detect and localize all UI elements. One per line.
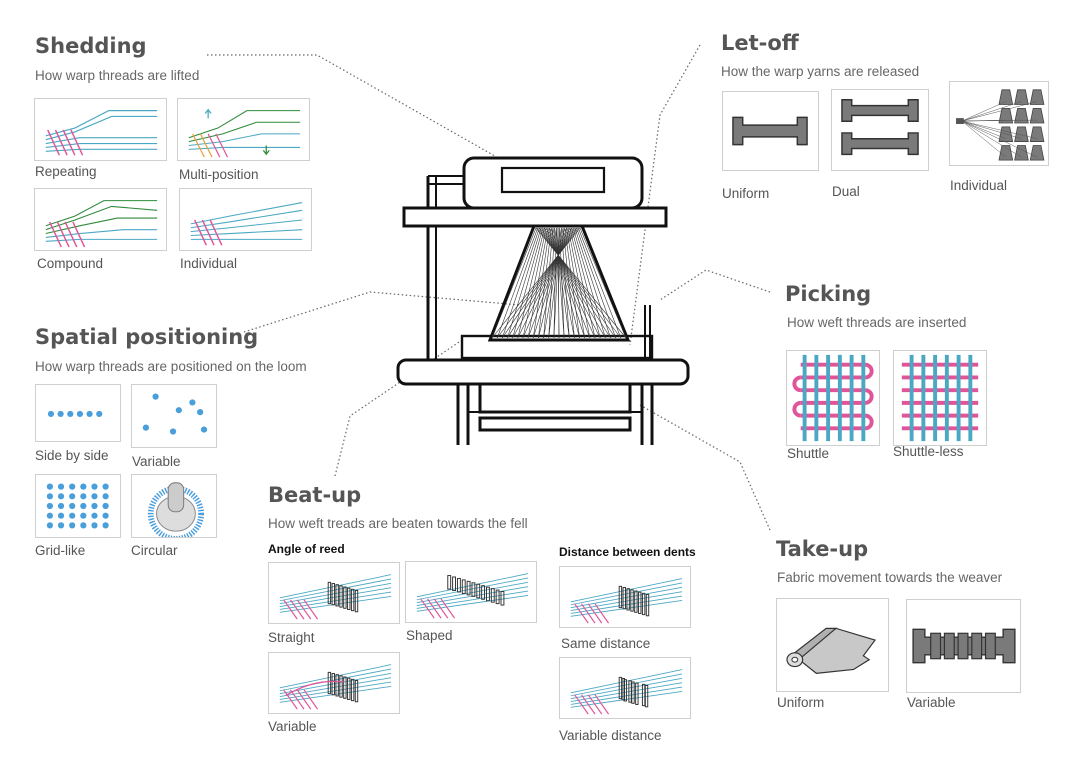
spatial-variable-image [131,384,217,448]
takeup-variable-label: Variable [907,695,956,710]
beatup-subtitle: How weft treads are beaten towards the f… [268,516,528,531]
leader-spatial [243,291,521,333]
compound-threads-icon [45,200,158,248]
picking-shuttleless-image [893,350,987,446]
shedding-individual-image [179,188,312,251]
spatial-circular-label: Circular [131,543,178,558]
picking-subtitle: How weft threads are inserted [787,315,967,330]
shedding-compound-label: Compound [37,256,104,271]
letoff-dual-label: Dual [832,184,860,199]
individual-spools-icon [956,89,1045,161]
takeup-title: Take-up [776,537,869,561]
letoff-subtitle: How the warp yarns are released [721,64,920,79]
shedding-individual-label: Individual [180,256,238,271]
variable-dots-icon [142,393,208,435]
picking-shuttle-image [786,350,880,446]
spatial-side-by-side-label: Side by side [35,448,109,463]
beatup-shaped-label: Shaped [406,628,453,643]
multiposition-threads-icon [188,108,301,158]
shedding-multiposition-image [177,98,310,161]
takeup-uniform-label: Uniform [777,695,825,710]
shedding-subtitle: How warp threads are lifted [35,68,200,83]
takeup-uniform-image [776,598,889,692]
shuttleless-weave-icon [901,354,979,442]
letoff-individual-image [949,81,1049,166]
leader-takeup [639,404,771,531]
letoff-individual-label: Individual [950,178,1008,193]
same-distance-reed-icon [570,578,683,624]
picking-shuttleless-label: Shuttle-less [893,444,964,459]
leader-letoff [629,44,701,346]
spatial-circular-image [131,474,217,538]
beatup-shaped-image [405,561,537,623]
leader-shedding [207,54,531,177]
variable-distance-reed-icon [570,669,683,715]
beatup-title: Beat-up [268,483,362,507]
picking-shuttle-label: Shuttle [787,446,830,461]
beatup-straight-image [268,562,400,624]
fabric-roll-icon [786,627,877,674]
shedding-title: Shedding [35,34,147,58]
uniform-beam-icon [732,116,808,146]
spatial-grid-image [35,474,121,538]
beatup-angle-heading: Angle of reed [268,542,345,556]
spatial-side-by-side-image [35,384,121,442]
takeup-subtitle: Fabric movement towards the weaver [777,570,1003,585]
letoff-uniform-label: Uniform [722,186,770,201]
spatial-variable-label: Variable [132,454,181,469]
takeup-variable-image [906,599,1021,693]
dual-beam-icon [841,99,919,156]
shuttle-weave-icon [792,354,874,442]
beatup-variable-distance-label: Variable distance [559,728,662,743]
beatup-variable-distance-image [559,657,691,719]
circular-layout-icon [147,482,205,537]
side-by-side-dots-icon [47,410,103,418]
repeating-threads-icon [45,110,158,156]
variable-beam-icon [912,628,1016,664]
variable-reed-icon [279,664,392,710]
straight-reed-icon [279,574,392,620]
leader-picking [659,269,771,301]
letoff-uniform-image [722,91,819,171]
individual-threads-icon [190,202,303,246]
shedding-multiposition-label: Multi-position [179,167,259,182]
shaped-reed-icon [416,573,529,619]
beatup-variable-label: Variable [268,719,317,734]
shedding-repeating-label: Repeating [35,164,97,179]
beatup-variable-image [268,652,400,714]
grid-dots-icon [46,483,109,529]
shedding-repeating-image [34,98,167,161]
beatup-distance-heading: Distance between dents [559,545,696,559]
spatial-subtitle: How warp threads are positioned on the l… [35,359,307,374]
spatial-grid-label: Grid-like [35,543,86,558]
letoff-dual-image [831,89,929,171]
beatup-straight-label: Straight [268,630,315,645]
letoff-title: Let-off [721,31,799,55]
beatup-same-distance-image [559,566,691,628]
picking-title: Picking [785,282,872,306]
spatial-title: Spatial positioning [35,325,259,349]
beatup-same-distance-label: Same distance [561,636,651,651]
shedding-compound-image [34,188,167,251]
